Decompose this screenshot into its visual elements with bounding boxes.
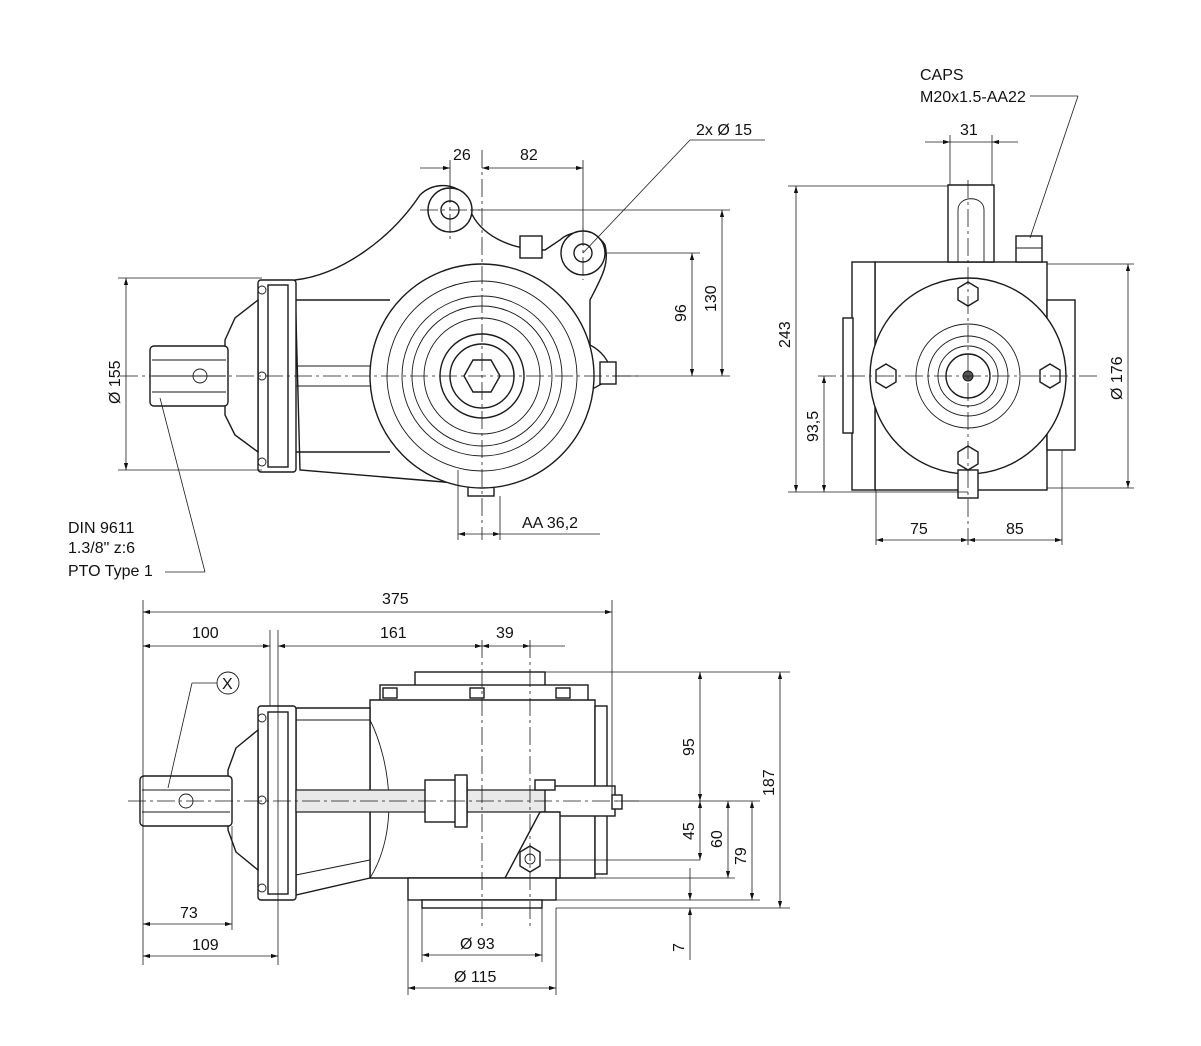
bottom-view <box>128 640 640 930</box>
label-caps-1: CAPS <box>920 67 964 84</box>
dim-109: 109 <box>192 937 219 954</box>
dim-93-5: 93,5 <box>805 411 822 442</box>
front-view-dimensions: 26 82 2x Ø 15 96 130 Ø 155 AA 36,2 DIN 9… <box>68 122 765 580</box>
dim-100: 100 <box>192 625 219 642</box>
dim-79: 79 <box>733 847 750 865</box>
dim-243: 243 <box>777 321 794 348</box>
side-view <box>818 180 1100 545</box>
dim-187: 187 <box>761 769 778 796</box>
dim-31: 31 <box>960 122 978 139</box>
label-caps-2: M20x1.5-AA22 <box>920 89 1026 106</box>
dim-73: 73 <box>180 905 198 922</box>
dim-39: 39 <box>496 625 514 642</box>
dim-phi176: Ø 176 <box>1109 356 1126 400</box>
label-din-1: DIN 9611 <box>68 520 135 537</box>
front-view <box>120 150 640 540</box>
dim-130: 130 <box>703 285 720 312</box>
dim-45: 45 <box>681 822 698 840</box>
marker-x: X <box>222 676 233 693</box>
dim-96: 96 <box>673 304 690 322</box>
dim-95: 95 <box>681 738 698 756</box>
bottom-view-dimensions: 375 100 161 39 X 95 187 45 60 79 7 <box>142 591 790 995</box>
dim-85: 85 <box>1006 521 1024 538</box>
dim-phi115: Ø 115 <box>454 969 497 986</box>
dim-26: 26 <box>453 147 471 164</box>
dim-phi93: Ø 93 <box>460 936 495 953</box>
dim-phi155: Ø 155 <box>107 360 124 404</box>
dim-82: 82 <box>520 147 538 164</box>
label-din-2: 1.3/8" z:6 <box>68 540 135 557</box>
dim-161: 161 <box>380 625 407 642</box>
label-holes: 2x Ø 15 <box>696 122 752 139</box>
side-view-dimensions: CAPS M20x1.5-AA22 31 243 93,5 Ø 176 75 8… <box>777 67 1134 545</box>
dim-60: 60 <box>709 830 726 848</box>
dim-7: 7 <box>671 943 688 952</box>
dim-375: 375 <box>382 591 409 608</box>
dim-aa362: AA 36,2 <box>522 515 578 532</box>
label-din-3: PTO Type 1 <box>68 563 153 580</box>
dim-75: 75 <box>910 521 928 538</box>
